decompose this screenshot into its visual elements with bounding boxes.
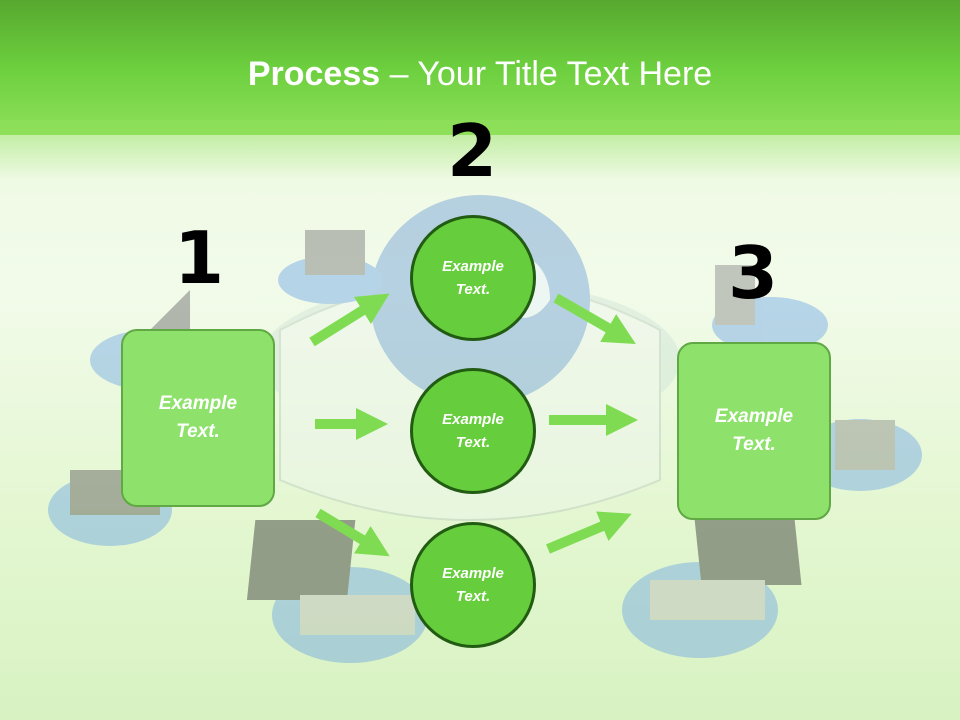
step-3-box-text: Example Text. [714, 406, 794, 455]
step-2-circle-middle: Example Text. [410, 368, 536, 494]
title-bold: Process [247, 55, 381, 93]
page-title: Process – Your Title Text Here [0, 52, 960, 96]
step-number-1: 1 [173, 216, 225, 300]
title-bar-fade [0, 120, 960, 180]
circle-text: Example Text. [442, 258, 504, 298]
step-3-box: Example Text. [677, 342, 831, 520]
arrow-box1-to-circle1 [309, 293, 390, 347]
step-2-circle-bottom: Example Text. [410, 522, 536, 648]
circle-text: Example Text. [442, 411, 504, 451]
title-bar [0, 0, 960, 135]
step-number-3: 3 [727, 231, 779, 315]
arrow-box1-to-circle3 [315, 508, 390, 557]
arrow-circle3-to-box3 [546, 511, 632, 554]
step-1-box-text: Example Text. [158, 393, 238, 442]
step-1-box: Example Text. [121, 329, 275, 507]
arrow-circle1-to-box3 [553, 293, 636, 344]
step-number-2: 2 [446, 109, 498, 193]
circle-text: Example Text. [442, 565, 504, 605]
title-rest: – Your Title Text Here [380, 55, 713, 93]
step-2-circle-top: Example Text. [410, 215, 536, 341]
